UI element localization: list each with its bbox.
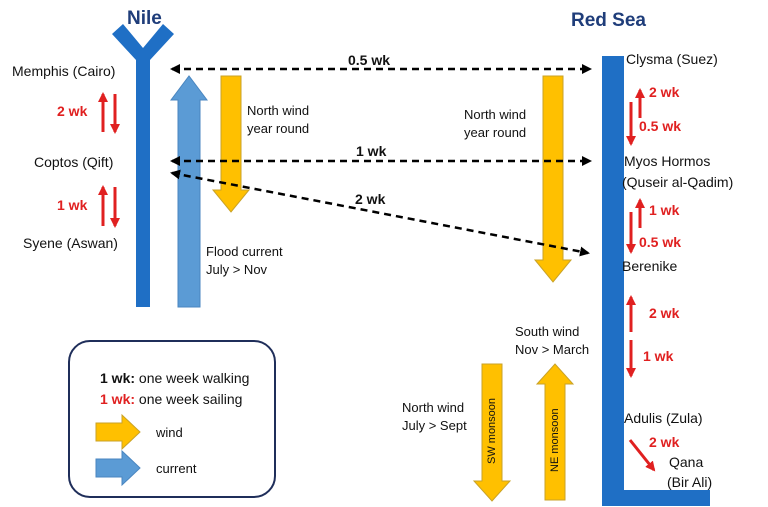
sail-label-myos-berenike-up: 1 wk xyxy=(649,202,680,218)
sw-monsoon-arrow xyxy=(472,363,512,502)
nile-title: Nile xyxy=(127,8,162,29)
place-syene: Syene (Aswan) xyxy=(23,235,118,251)
summer-wind-label-2: July > Sept xyxy=(402,418,467,433)
place-berenike: Berenike xyxy=(622,258,678,274)
sail-label-myos-berenike-down: 0.5 wk xyxy=(639,234,682,250)
legend-walk-row: 1 wk: one week walking xyxy=(100,370,249,387)
place-clysma: Clysma (Suez) xyxy=(626,51,718,67)
nile-wind-label-1: North wind xyxy=(247,103,310,118)
legend-walk-desc: one week walking xyxy=(138,370,250,386)
walk-label-coptos-myos: 1 wk xyxy=(356,143,387,159)
sail-adulis-qana xyxy=(628,439,656,472)
flood-current-arrow xyxy=(170,75,208,308)
walking-routes xyxy=(170,64,592,257)
place-memphis: Memphis (Cairo) xyxy=(12,63,116,79)
place-qana: Qana xyxy=(669,454,704,470)
legend-sail-row: 1 wk: one week sailing xyxy=(100,391,242,408)
sea-wind-label-1: North wind xyxy=(464,107,527,122)
legend-wind-label: wind xyxy=(156,425,183,440)
place-myos-hormos: Myos Hormos xyxy=(624,153,711,169)
legend-current-label: current xyxy=(156,461,197,476)
legend-sail-key: 1 wk: xyxy=(100,391,136,407)
ne-monsoon-arrow xyxy=(535,363,575,501)
legend-walk-key: 1 wk: xyxy=(100,370,136,386)
south-wind-label-1: South wind xyxy=(515,324,580,339)
nile-river xyxy=(112,24,174,307)
summer-wind-label-1: North wind xyxy=(402,400,465,415)
south-wind-label-2: Nov > March xyxy=(515,342,590,357)
place-myos-hormos-modern: (Quseir al-Qadim) xyxy=(622,174,734,190)
red-sea-title: Red Sea xyxy=(571,10,646,31)
legend-wind-icon xyxy=(95,413,141,451)
place-qana-modern: (Bir Ali) xyxy=(667,474,713,490)
nile-wind-label-2: year round xyxy=(247,121,310,136)
sail-label-adulis-qana: 2 wk xyxy=(649,434,680,450)
ne-monsoon-label: NE monsoon xyxy=(549,408,561,472)
sail-label-coptos-syene: 1 wk xyxy=(57,197,88,213)
legend-box xyxy=(68,340,276,498)
sail-label-clysma-myos-down: 0.5 wk xyxy=(639,118,682,134)
place-adulis: Adulis (Zula) xyxy=(624,410,703,426)
legend-sail-desc: one week sailing xyxy=(138,391,243,407)
flood-label-1: Flood current xyxy=(206,244,283,259)
sail-label-clysma-myos-up: 2 wk xyxy=(649,84,680,100)
sail-label-berenike-adulis-down: 1 wk xyxy=(643,348,674,364)
place-coptos: Coptos (Qift) xyxy=(34,154,114,170)
walk-label-coptos-berenike: 2 wk xyxy=(355,191,386,207)
walk-route-coptos-berenike xyxy=(170,169,590,257)
walk-label-memphis-clysma: 0.5 wk xyxy=(348,52,391,68)
sail-label-memphis-coptos: 2 wk xyxy=(57,103,88,119)
red-sea-coast xyxy=(602,56,710,506)
legend-current-icon xyxy=(95,449,141,487)
sea-north-wind-arrow xyxy=(533,75,573,283)
sail-label-berenike-adulis-up: 2 wk xyxy=(649,305,680,321)
sea-wind-label-2: year round xyxy=(464,125,527,140)
flood-label-2: July > Nov xyxy=(206,262,268,277)
sw-monsoon-label: SW monsoon xyxy=(486,397,498,464)
nile-north-wind-arrow xyxy=(211,75,251,213)
sailing-arrows xyxy=(98,88,656,472)
